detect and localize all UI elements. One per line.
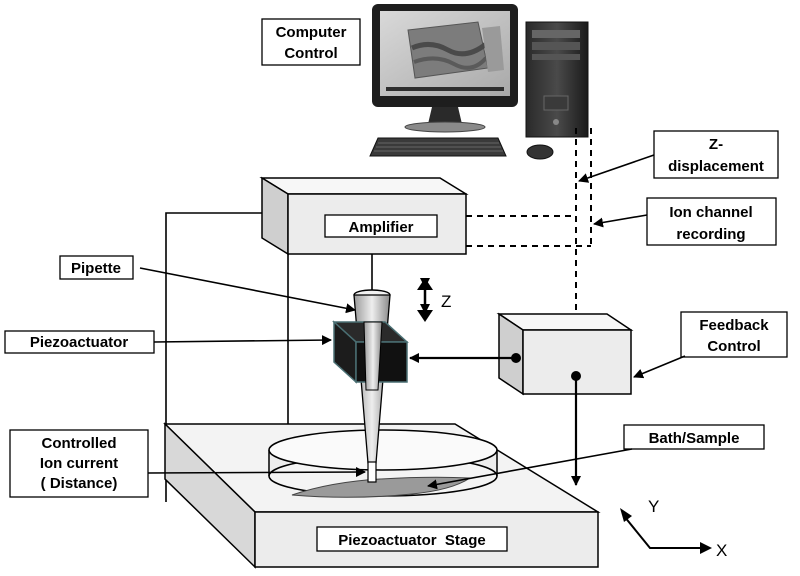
bath-sample-label: Bath/Sample [427, 424, 765, 490]
piezoactuator-stage-label: Piezoactuator Stage [316, 526, 508, 552]
piezoactuator-stage-text: Piezoactuator Stage [338, 532, 486, 549]
controlled-ion-line-2: Ion current [40, 455, 118, 472]
pipette-shaft-front [363, 321, 383, 391]
computer-control-line-2: Control [284, 45, 337, 62]
z-axis-arrow: Z [417, 278, 451, 322]
controlled-ion-line-1: Controlled [42, 435, 117, 452]
ion-channel-line-1: Ion channel [669, 204, 752, 221]
xy-axes: Y X [620, 497, 727, 560]
z-axis-label: Z [441, 292, 451, 311]
z-displacement-line-2: displacement [668, 158, 764, 175]
bath-sample-text: Bath/Sample [649, 430, 740, 447]
x-axis-label: X [716, 541, 727, 560]
mouse [526, 144, 554, 160]
controlled-ion-line-3: ( Distance) [41, 475, 118, 492]
pipette-label: Pipette [59, 255, 356, 314]
z-displacement-label: Z- displacement [578, 130, 779, 183]
sample-dish [268, 429, 498, 498]
feedback-to-stage-arrow [571, 371, 581, 486]
y-axis-label: Y [648, 497, 659, 516]
z-displacement-line-1: Z- [709, 136, 723, 153]
signal-dashed-lines [466, 128, 592, 314]
pipette-text: Pipette [71, 260, 121, 277]
pc-tower [525, 21, 589, 138]
controlled-ion-current-label: Controlled Ion current ( Distance) [9, 429, 366, 498]
ion-channel-recording-label: Ion channel recording [593, 197, 777, 246]
feedback-to-piezo-arrow [409, 353, 521, 363]
computer-control-line-1: Computer [276, 24, 347, 41]
piezoactuator-block [332, 320, 409, 384]
piezoactuator-label: Piezoactuator [4, 330, 332, 354]
feedback-control-label: Feedback Control [633, 311, 788, 379]
feedback-control-line-2: Control [707, 338, 760, 355]
feedback-control-line-1: Feedback [699, 317, 769, 334]
amplifier-text: Amplifier [348, 219, 413, 236]
amplifier-label: Amplifier [324, 214, 438, 238]
computer-workstation [369, 4, 589, 160]
computer-control-label: Computer Control [261, 18, 361, 66]
ion-channel-line-2: recording [676, 226, 745, 243]
monitor-stand [428, 107, 462, 124]
piezoactuator-text: Piezoactuator [30, 334, 129, 351]
